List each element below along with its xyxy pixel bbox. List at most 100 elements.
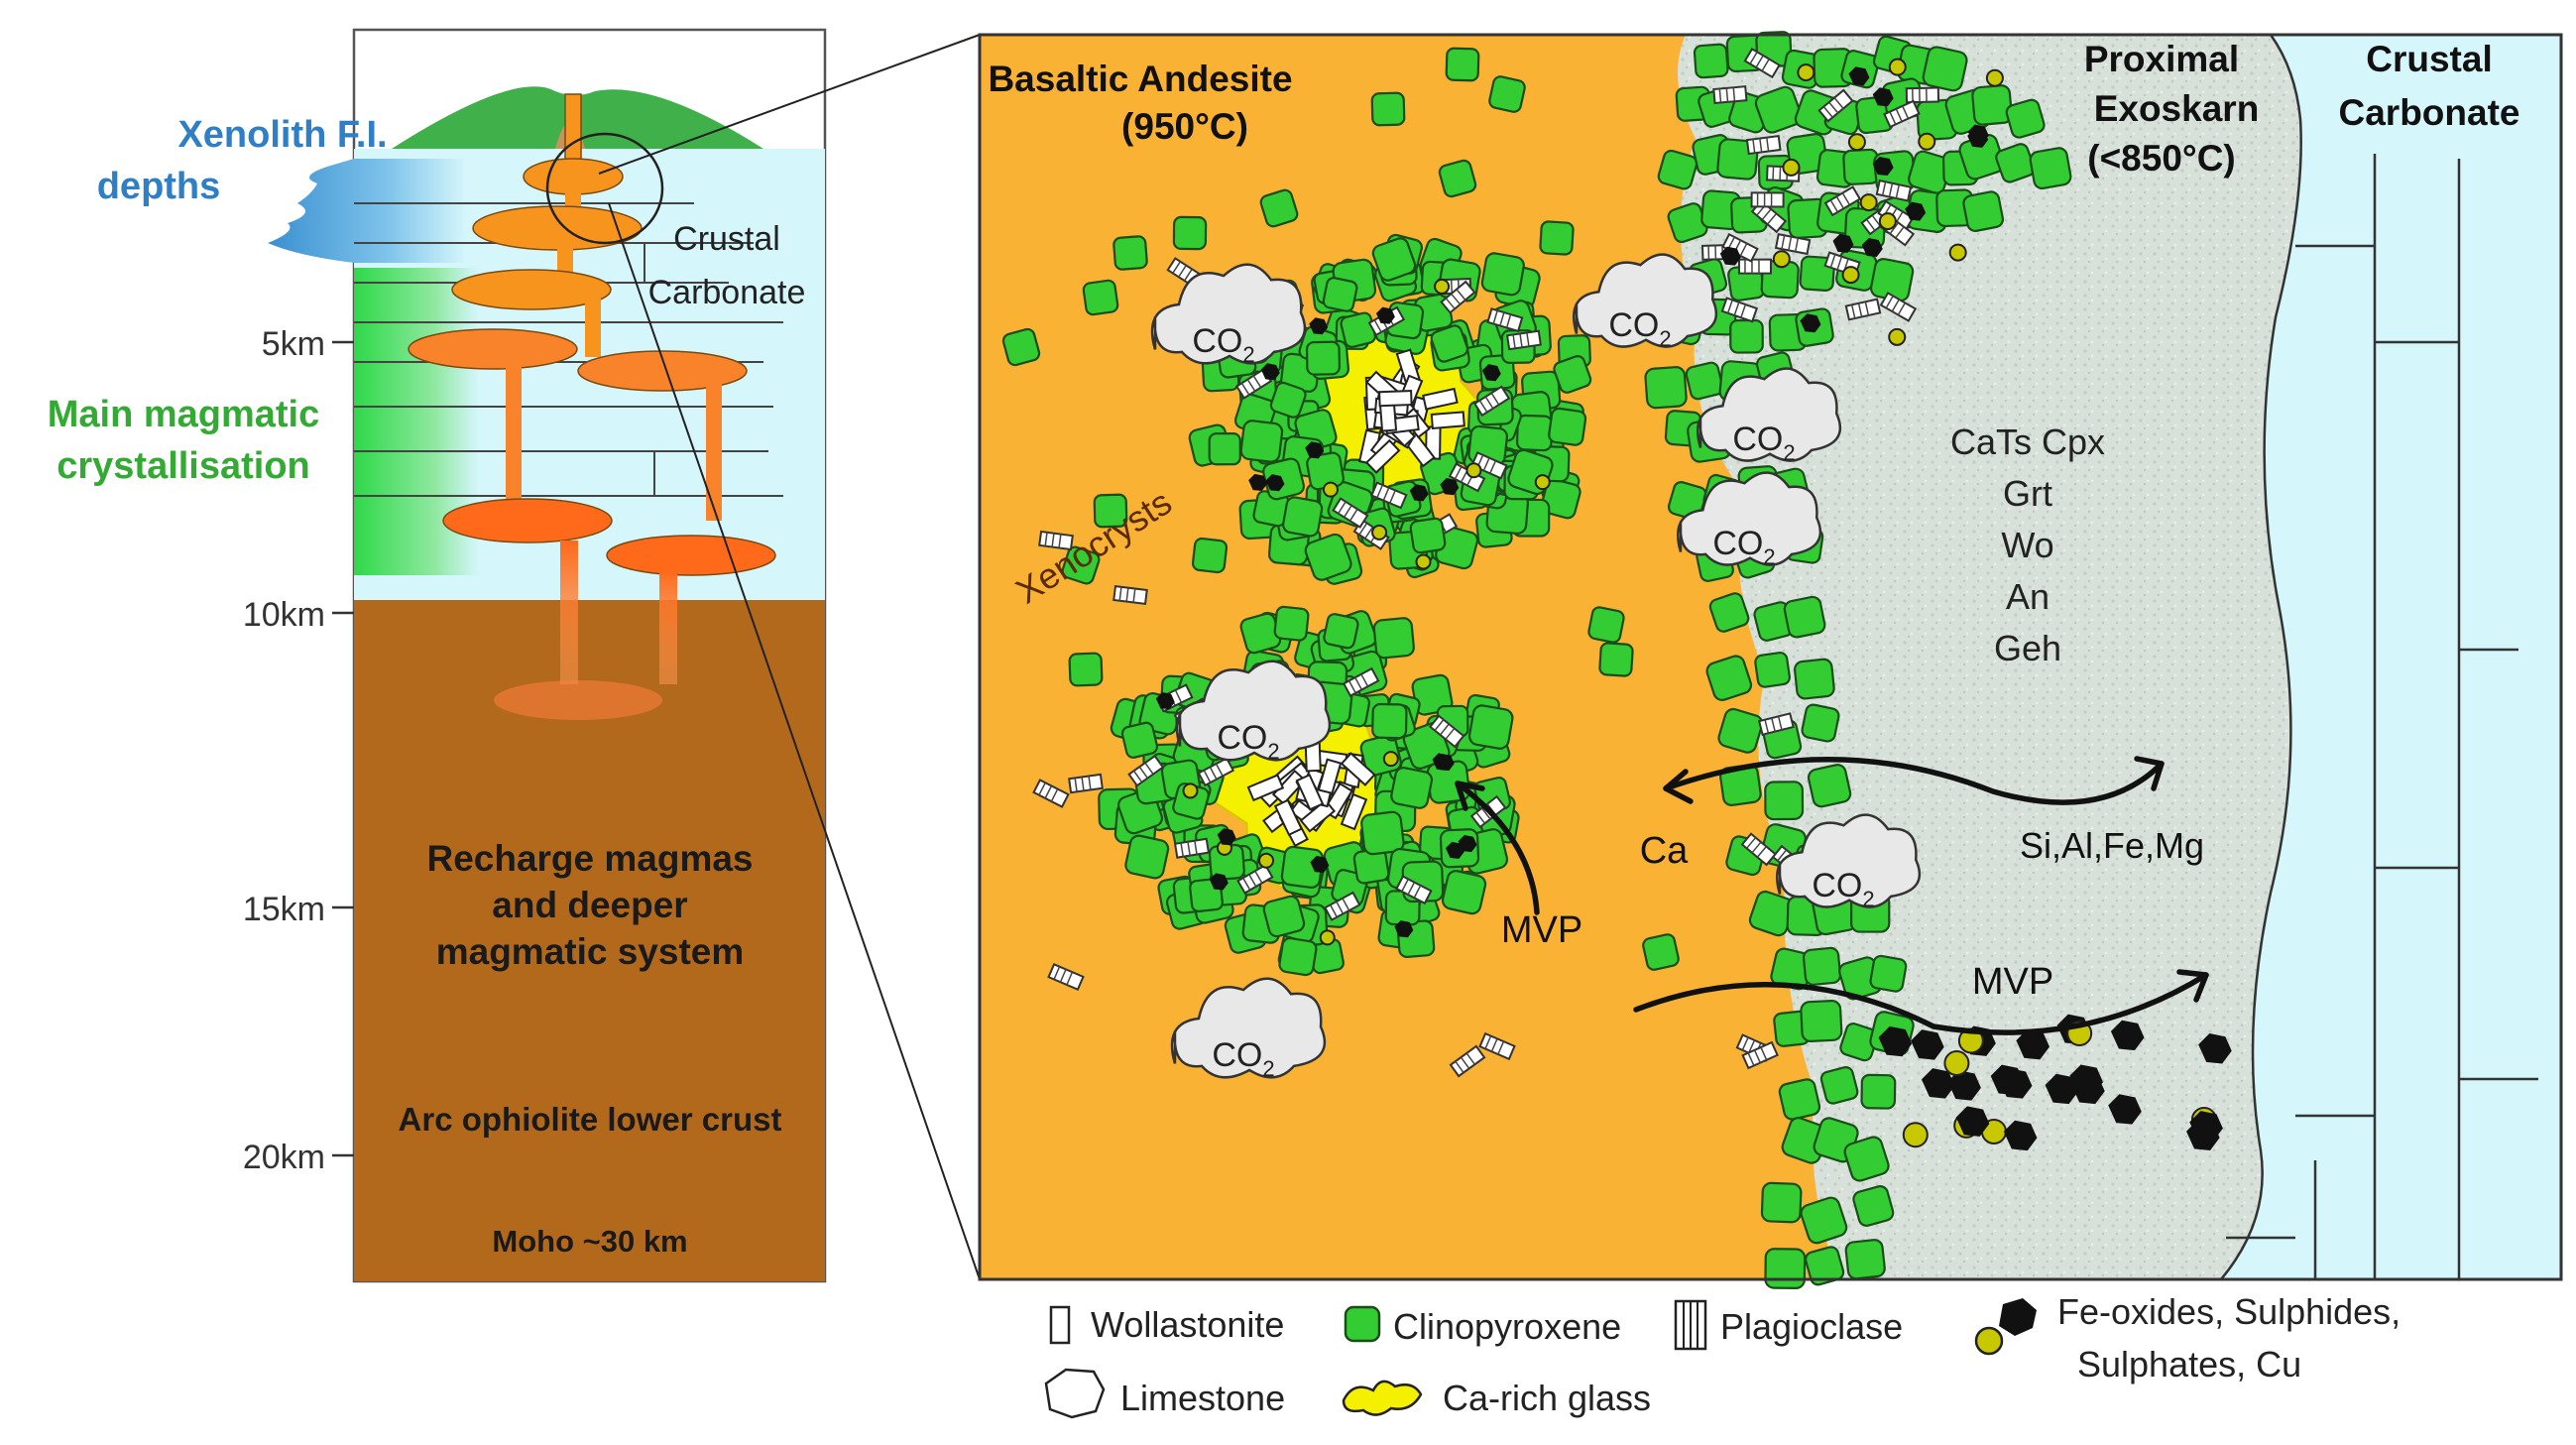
sulphide-grain <box>1904 1123 1928 1146</box>
sulphide-grain <box>1774 251 1790 267</box>
clinopyroxene-crystal <box>1441 869 1486 914</box>
clinopyroxene-swatch <box>1346 1307 1379 1341</box>
clinopyroxene-crystal <box>2029 147 2071 189</box>
exoskarn-label-2: Exoskarn <box>2094 88 2260 129</box>
legend-fe-oxides-2: Sulphates, Cu <box>2077 1344 2301 1385</box>
clinopyroxene-crystal <box>1192 538 1227 572</box>
clinopyroxene-crystal <box>1807 764 1851 808</box>
clinopyroxene-crystal <box>1083 280 1118 315</box>
recharge-label-1: Recharge magmas <box>426 838 753 879</box>
plagioclase-crystal <box>1907 88 1938 103</box>
clinopyroxene-crystal <box>1262 895 1306 938</box>
clinopyroxene-crystal <box>1730 320 1763 353</box>
clinopyroxene-crystal <box>1762 1183 1802 1223</box>
clinopyroxene-crystal <box>1372 704 1406 738</box>
clinopyroxene-crystal <box>1642 933 1680 971</box>
clinopyroxene-crystal <box>1801 703 1840 743</box>
sulphide-grain <box>1324 483 1338 497</box>
plagioclase-crystal <box>1752 192 1784 206</box>
clinopyroxene-crystal <box>1517 416 1553 451</box>
clinopyroxene-crystal <box>1869 955 1907 993</box>
clinopyroxene-crystal <box>1410 518 1446 553</box>
sulphide-grain <box>1435 280 1449 294</box>
clinopyroxene-crystal <box>1765 782 1803 819</box>
elements-label: Si,Al,Fe,Mg <box>2020 825 2204 866</box>
clinopyroxene-crystal <box>1282 496 1323 537</box>
moho-label: Moho ~30 km <box>492 1224 687 1259</box>
clinopyroxene-crystal <box>1801 1001 1842 1042</box>
crystallisation-label-2: crystallisation <box>57 445 310 487</box>
exoskarn-label-3: (<850°C) <box>2087 138 2236 179</box>
wollastonite-crystal <box>1379 391 1411 406</box>
clinopyroxene-crystal <box>1794 659 1834 699</box>
mvp-label-left: MVP <box>1501 909 1582 951</box>
clinopyroxene-crystal <box>1069 653 1102 685</box>
clinopyroxene-crystal <box>1438 159 1476 197</box>
mvp-label-right: MVP <box>1972 961 2053 1003</box>
xenolith-label-2: depths <box>97 166 221 207</box>
crustal-column: Xenolith F.I. depths Main magmatic cryst… <box>48 30 980 1281</box>
ca-glass-swatch <box>1344 1382 1421 1415</box>
exoskarn-label-1: Proximal <box>2084 39 2239 79</box>
legend-ca-glass: Ca-rich glass <box>1443 1378 1651 1418</box>
mineral-wo: Wo <box>2001 525 2053 565</box>
clinopyroxene-crystal <box>1845 1239 1886 1279</box>
legend-wollastonite: Wollastonite <box>1091 1304 1284 1345</box>
clinopyroxene-crystal <box>1754 652 1790 687</box>
sulphide-grain <box>1919 134 1934 150</box>
sulphide-grain <box>1184 783 1198 797</box>
mineral-grt: Grt <box>2003 473 2052 514</box>
sulphide-grain <box>1384 752 1398 766</box>
legend-limestone: Limestone <box>1120 1378 1285 1418</box>
clinopyroxene-crystal <box>1447 49 1479 81</box>
sulphide-grain <box>1987 70 2003 86</box>
detail-carbonate-label-1: Crustal <box>2366 39 2492 79</box>
sulphide-grain <box>1890 60 1906 75</box>
clinopyroxene-crystal <box>1390 767 1433 809</box>
recharge-label-2: and deeper <box>492 885 687 925</box>
ca-label: Ca <box>1640 830 1689 872</box>
clinopyroxene-crystal <box>1113 236 1147 270</box>
plagioclase-crystal <box>1713 86 1746 103</box>
wollastonite-crystal <box>1432 412 1464 428</box>
andesite-label-2: (950°C) <box>1121 106 1248 147</box>
legend-fe-oxides-1: Fe-oxides, Sulphides, <box>2057 1291 2400 1332</box>
clinopyroxene-crystal <box>1372 93 1405 126</box>
sulphide-grain <box>1417 554 1431 568</box>
clinopyroxene-crystal <box>1645 367 1687 409</box>
depth-tick-20km: 20km <box>243 1139 325 1176</box>
clinopyroxene-crystal <box>1962 190 2004 232</box>
plagioclase-crystal <box>1113 586 1146 604</box>
sulphide-grain <box>1372 526 1386 540</box>
clinopyroxene-crystal <box>1001 327 1040 366</box>
sulphide-grain <box>1466 463 1480 477</box>
clinopyroxene-crystal <box>1819 1066 1859 1106</box>
column-crustal-label-1: Crustal <box>673 220 780 258</box>
clinopyroxene-crystal <box>1685 361 1723 400</box>
legend-plagioclase: Plagioclase <box>1720 1306 1903 1347</box>
clinopyroxene-crystal <box>1765 1249 1805 1288</box>
clinopyroxene-crystal <box>1548 408 1586 446</box>
sulphide-grain <box>1861 194 1877 210</box>
xenolith-label-1: Xenolith F.I. <box>177 114 387 156</box>
sulphide-grain <box>1944 1051 1968 1075</box>
sulphide-grain <box>1259 854 1273 868</box>
sulphide-grain <box>1536 475 1550 489</box>
plagioclase-swatch <box>1676 1301 1705 1349</box>
clinopyroxene-crystal <box>1540 221 1574 255</box>
sulphide-grain <box>1843 267 1859 283</box>
clinopyroxene-crystal <box>1323 277 1358 312</box>
wollastonite-swatch <box>1051 1307 1069 1343</box>
legend: Wollastonite Clinopyroxene Plagioclase F… <box>1046 1291 2400 1418</box>
clinopyroxene-crystal <box>1274 606 1309 641</box>
column-crustal-label-2: Carbonate <box>648 274 806 311</box>
clinopyroxene-crystal <box>1587 606 1625 644</box>
clinopyroxene-crystal <box>1861 1075 1895 1109</box>
clinopyroxene-crystal <box>1323 613 1359 650</box>
sulphide-grain <box>1889 329 1905 345</box>
clinopyroxene-crystal <box>1481 252 1526 297</box>
clinopyroxene-crystal <box>1843 150 1879 185</box>
clinopyroxene-crystal <box>1174 217 1206 249</box>
sulphide-grain <box>1783 160 1799 176</box>
